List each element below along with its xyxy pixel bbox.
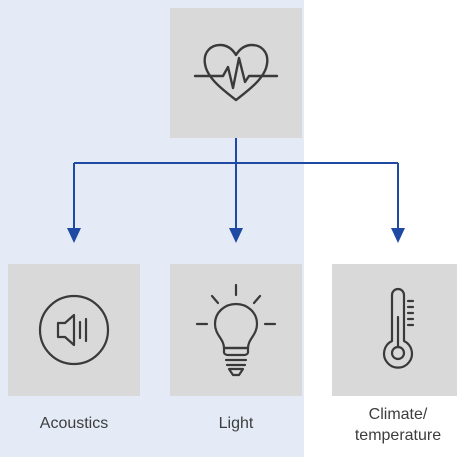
climate-label-line2: temperature (354, 427, 442, 444)
climate-label-line1: Climate/ (368, 406, 428, 423)
climate-node (332, 264, 457, 396)
light-node (170, 264, 302, 396)
heart-pulse-icon (193, 38, 279, 108)
thermometer-icon (378, 287, 418, 373)
arrow-head-acoustics (67, 228, 81, 243)
arrow-head-light (229, 228, 243, 243)
climate-label: Climate/ temperature (332, 404, 457, 446)
health-node (170, 8, 302, 138)
acoustics-node (8, 264, 140, 396)
light-label: Light (218, 415, 254, 432)
light-bulb-icon (191, 282, 281, 378)
arrow-head-climate (391, 228, 405, 243)
acoustics-label: Acoustics (39, 415, 109, 432)
speaker-icon (36, 292, 112, 368)
